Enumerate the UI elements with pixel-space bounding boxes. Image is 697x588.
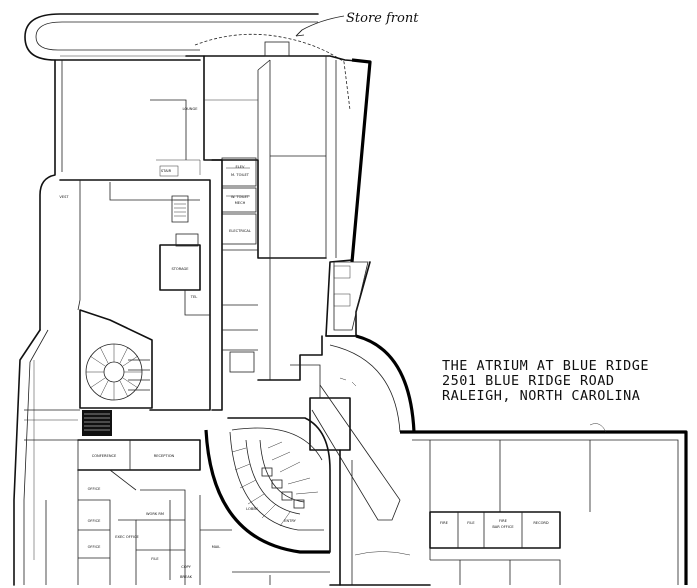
room-label-fire-b: FIRE	[499, 519, 508, 523]
room-label-elevator: ELEV	[235, 165, 245, 169]
room-label-tel: TEL	[190, 295, 197, 299]
south-edge	[232, 571, 431, 586]
title-block: THE ATRIUM AT BLUE RIDGE 2501 BLUE RIDGE…	[442, 358, 649, 404]
rotunda	[309, 334, 416, 521]
store-front-annotation: Store front	[295, 11, 419, 37]
room-label-office-a: OFFICE	[88, 487, 102, 491]
room-label-copy: COPY	[181, 565, 191, 569]
room-label-mechanical: MECH	[235, 201, 246, 205]
room-label-mens-toilet: M. TOILET	[231, 173, 250, 177]
room-label-fire: FIRE	[440, 521, 449, 525]
curved-office-wing	[204, 417, 331, 554]
room-label-file: FILE	[151, 557, 159, 561]
room-labels: ELEV M. TOILET W. TOILET MECH ELECTRICAL…	[59, 107, 549, 579]
room-label-lounge: LOUNGE	[182, 107, 198, 111]
central-corridor	[211, 159, 323, 411]
driveway-canopy	[24, 13, 351, 111]
building-address: 2501 BLUE RIDGE ROAD	[442, 373, 615, 389]
room-label-file-b: FILE	[467, 521, 475, 525]
room-label-reception: RECEPTION	[154, 454, 175, 458]
room-label-storage: STORAGE	[171, 267, 189, 271]
west-exterior	[13, 329, 112, 586]
east-wing	[339, 423, 688, 586]
room-label-office-c: OFFICE	[88, 545, 102, 549]
room-label-entry: ENTRY	[284, 519, 296, 523]
southwest-offices	[77, 439, 232, 585]
room-label-mail: MAIL	[212, 545, 221, 549]
north-office-block	[185, 41, 372, 380]
building-name: THE ATRIUM AT BLUE RIDGE	[442, 358, 649, 374]
room-label-conference: CONFERENCE	[92, 454, 117, 458]
store-front-note: Store front	[346, 11, 419, 26]
west-block	[39, 59, 211, 411]
room-label-stair: STAIR	[161, 169, 172, 173]
room-label-bar-office: BAR OFFICE	[492, 525, 514, 529]
room-label-office-b: OFFICE	[88, 519, 102, 523]
room-label-electrical: ELECTRICAL	[229, 229, 251, 233]
room-label-record: RECORD	[533, 521, 549, 525]
spiral-stair	[79, 309, 153, 409]
room-label-work-room: WORK RM	[146, 512, 164, 516]
room-label-exec-office: EXEC OFFICE	[115, 535, 139, 539]
room-label-lobby: LOBBY	[246, 507, 258, 511]
room-label-vestibule: VEST	[59, 195, 69, 199]
room-label-break: BREAK	[180, 575, 193, 579]
room-label-womens-toilet: W. TOILET	[231, 195, 250, 199]
building-city: RALEIGH, NORTH CAROLINA	[442, 388, 640, 404]
